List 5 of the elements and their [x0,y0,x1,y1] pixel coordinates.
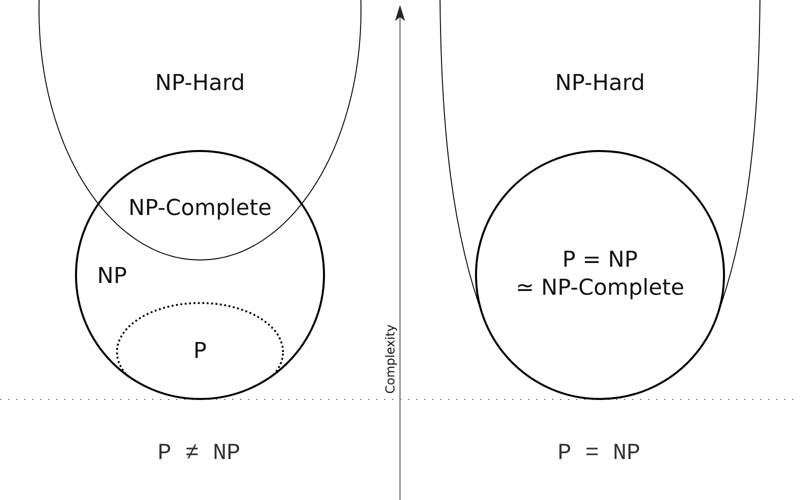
region-label: NP-Complete [130,198,270,220]
formula-label: P = NP [559,444,640,459]
axis-label: Complexity [385,324,397,394]
circle-region: P = NP ≃ NP-Complete [475,150,725,400]
formula-label: P ≠ NP [159,444,240,459]
